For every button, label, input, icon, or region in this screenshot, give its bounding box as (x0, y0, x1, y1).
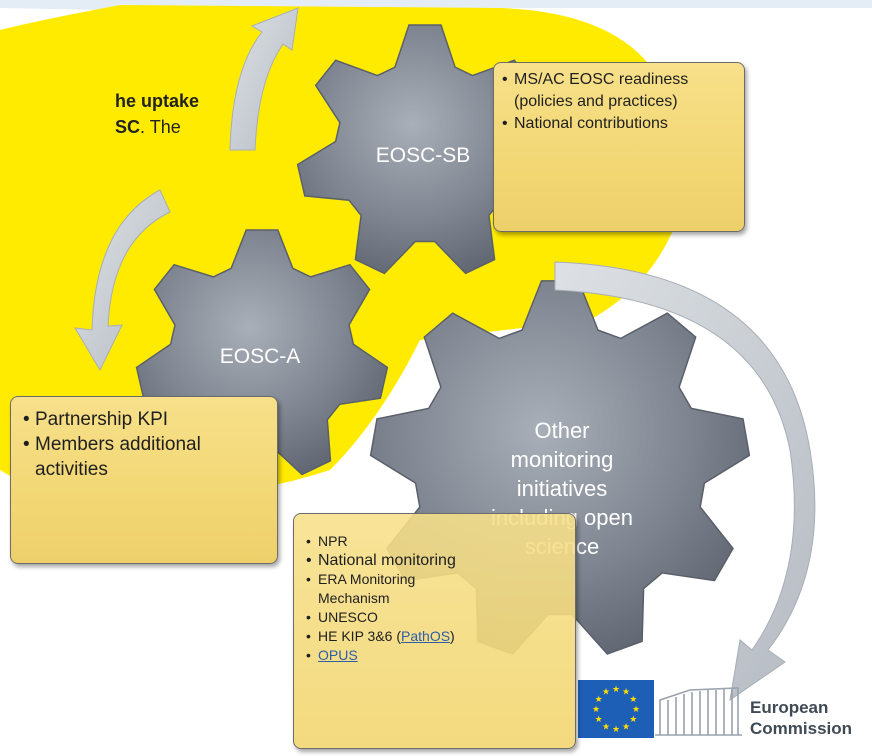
list-item: UNESCO (306, 608, 567, 627)
eu-star-icon: ★ (629, 695, 637, 705)
arrow-left-down (74, 189, 171, 372)
list-item: National contributions (502, 113, 736, 135)
eu-flag-icon: ★★★★★★★★★★★★ (578, 680, 654, 738)
box-eosc-sb-list: MS/AC EOSC readiness (policies and pract… (502, 69, 736, 135)
eu-star-icon: ★ (595, 715, 603, 725)
arrow-up-to-sb (229, 7, 299, 151)
box-other-monitoring: NPR National monitoring ERA Monitoring M… (293, 513, 576, 749)
eu-star-icon: ★ (592, 705, 600, 715)
arrow-right-down (554, 261, 816, 702)
gear-label-other-line-1: Other (534, 418, 590, 443)
box-other-list: NPR National monitoring ERA Monitoring M… (306, 532, 567, 665)
list-item: National monitoring (306, 551, 567, 570)
list-item: Members additional activities (23, 432, 269, 482)
list-item: OPUS (306, 646, 567, 665)
opus-link[interactable]: OPUS (318, 647, 358, 663)
intro-line-2-bold: SC (115, 117, 141, 137)
national-monitoring-text: National monitoring (318, 552, 456, 569)
eu-star-icon: ★ (622, 688, 630, 698)
eu-star-icon: ★ (632, 705, 640, 715)
intro-line-1: he uptake (115, 91, 200, 111)
eu-star-icon: ★ (602, 688, 610, 698)
eu-star-icon: ★ (595, 695, 603, 705)
eu-star-icon: ★ (622, 722, 630, 732)
list-item: NPR (306, 532, 567, 551)
box-eosc-sb: MS/AC EOSC readiness (policies and pract… (493, 62, 745, 232)
list-item: HE KIP 3&6 (PathOS) (306, 627, 567, 646)
box-eosc-a-list: Partnership KPI Members additional activ… (23, 407, 269, 482)
gear-label-other-line-3: initiatives (516, 476, 608, 501)
gear-label-eosc-a: EOSC-A (219, 345, 301, 368)
eu-star-icon: ★ (612, 725, 620, 735)
gear-label-other-line-2: monitoring (510, 447, 614, 472)
ec-line-1: European (750, 698, 829, 717)
list-item: Partnership KPI (23, 407, 269, 432)
ec-line-2: Commission (750, 719, 853, 738)
pathos-link[interactable]: PathOS (401, 628, 451, 644)
eu-star-icon: ★ (629, 715, 637, 725)
he-kip-prefix: HE KIP 3&6 ( (318, 628, 402, 644)
ec-building-logo (655, 687, 742, 736)
box-eosc-a: Partnership KPI Members additional activ… (10, 396, 278, 564)
he-kip-suffix: ) (450, 628, 455, 644)
intro-text: he uptake SC. The (115, 88, 235, 140)
eu-star-icon: ★ (612, 685, 620, 695)
intro-line-2-rest: . The (140, 117, 181, 137)
list-item: ERA Monitoring Mechanism (306, 570, 488, 608)
list-item: MS/AC EOSC readiness (policies and pract… (502, 69, 736, 113)
eu-star-icon: ★ (602, 722, 610, 732)
header-band (0, 0, 872, 22)
gear-label-eosc-sb: EOSC-SB (375, 144, 471, 167)
european-commission-logo-text: European Commission (750, 697, 852, 739)
